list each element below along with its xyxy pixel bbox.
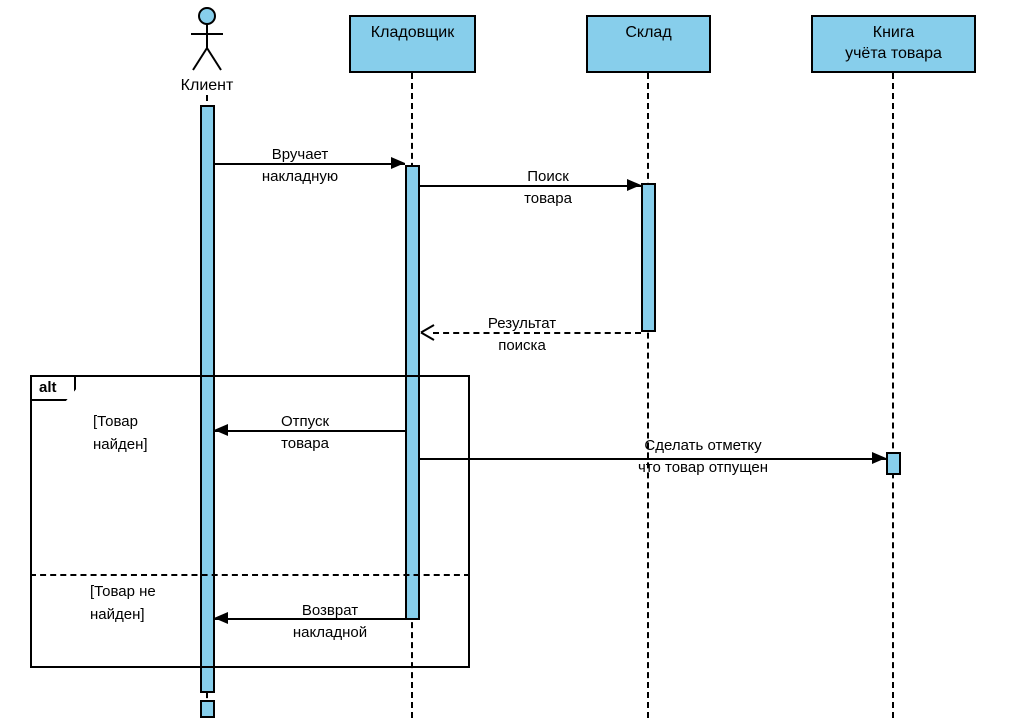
lifeline-head-storekeeper-label: Кладовщик (370, 24, 455, 41)
message-line-search-result (433, 332, 641, 334)
alt-fragment-operator: alt (30, 375, 76, 401)
message-line-search-goods (419, 185, 641, 187)
message-label-release-goods: Отпуск товара (280, 413, 330, 452)
message-line-hand-invoice (214, 163, 405, 165)
activation-client-bottom (200, 700, 215, 718)
activation-ledger (886, 452, 901, 475)
message-label-search-result: Результат поиска (487, 315, 557, 354)
lifeline-head-storekeeper: Кладовщик (349, 15, 476, 73)
lifeline-head-ledger: Книга учёта товара (811, 15, 976, 73)
lifeline-head-warehouse-label: Склад (625, 24, 672, 41)
message-line-return-invoice (214, 618, 405, 620)
actor-icon (191, 7, 223, 71)
arrowhead-left-icon (214, 612, 228, 624)
arrowhead-right-icon (627, 179, 641, 191)
message-label-search-goods: Поиск товара (524, 168, 572, 207)
message-line-release-goods (214, 430, 405, 432)
message-label-hand-invoice: Вручает накладную (261, 146, 339, 185)
message-line-make-note (419, 458, 886, 460)
lifeline-head-warehouse: Склад (586, 15, 711, 73)
actor-client-label: Клиент (180, 77, 234, 94)
alt-fragment-divider (30, 574, 470, 576)
guard-found: [Товар найден] (93, 413, 148, 453)
lifeline-warehouse (647, 73, 649, 718)
open-arrowhead-left-icon (420, 324, 435, 341)
message-label-return-invoice: Возврат накладной (292, 602, 368, 641)
message-label-make-note: Сделать отметку что товар отпущен (637, 437, 769, 476)
arrowhead-right-icon (391, 157, 405, 169)
activation-storekeeper (405, 165, 420, 620)
arrowhead-left-icon (214, 424, 228, 436)
activation-client (200, 105, 215, 693)
lifeline-ledger (892, 73, 894, 718)
lifeline-head-ledger-label: Книга учёта товара (845, 24, 942, 62)
alt-fragment: alt (30, 375, 470, 668)
activation-warehouse (641, 183, 656, 332)
guard-not-found: [Товар не найден] (90, 583, 156, 623)
arrowhead-right-icon (872, 452, 886, 464)
